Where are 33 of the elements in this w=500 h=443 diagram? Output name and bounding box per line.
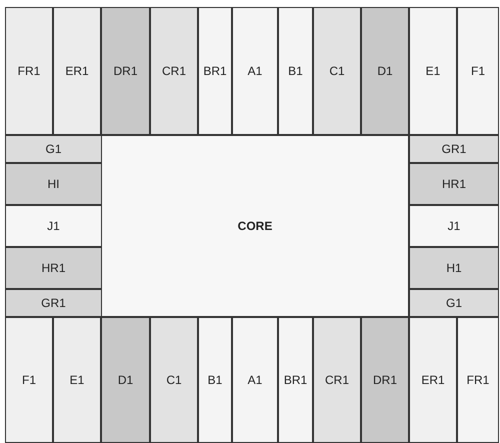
room-block: G1	[409, 289, 499, 317]
room-block: FR1	[457, 317, 499, 443]
room-block: DR1	[101, 7, 150, 135]
room-block: HI	[5, 163, 102, 205]
room-block: CR1	[150, 7, 198, 135]
room-block: G1	[5, 135, 102, 163]
room-block: GR1	[5, 289, 102, 317]
room-block: GR1	[409, 135, 499, 163]
room-block: F1	[5, 317, 53, 443]
room-block: HR1	[409, 163, 499, 205]
room-block: E1	[409, 7, 457, 135]
room-block: D1	[361, 7, 409, 135]
room-block: BR1	[198, 7, 232, 135]
room-block: F1	[457, 7, 499, 135]
room-block: ER1	[409, 317, 457, 443]
room-block: D1	[101, 317, 150, 443]
room-block: CR1	[313, 317, 361, 443]
room-block: B1	[278, 7, 313, 135]
room-block: FR1	[5, 7, 53, 135]
room-block: BR1	[278, 317, 313, 443]
room-block: A1	[232, 7, 278, 135]
room-block: DR1	[361, 317, 409, 443]
room-block: J1	[409, 205, 499, 247]
room-block: B1	[198, 317, 232, 443]
room-block: HR1	[5, 247, 102, 289]
room-block: E1	[53, 317, 101, 443]
room-block: J1	[5, 205, 102, 247]
room-block: H1	[409, 247, 499, 289]
room-block: ER1	[53, 7, 101, 135]
core-area: CORE	[101, 135, 409, 317]
room-block: A1	[232, 317, 278, 443]
room-block: C1	[313, 7, 361, 135]
room-block: C1	[150, 317, 198, 443]
